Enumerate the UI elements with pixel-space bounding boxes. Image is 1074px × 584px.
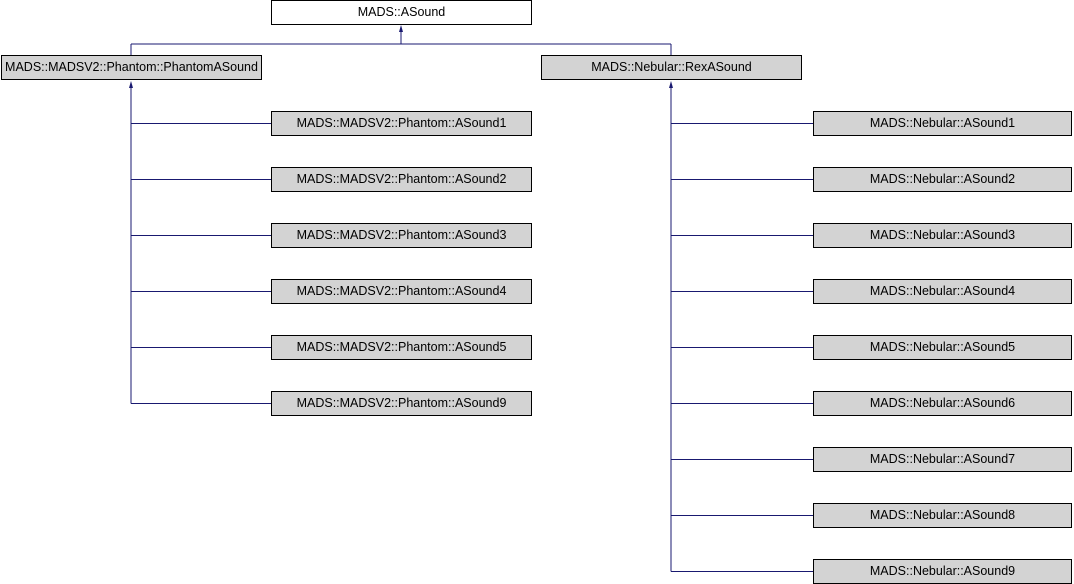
arrowhead-left-parent-icon bbox=[129, 81, 133, 88]
class-node-leaf-left[interactable]: MADS::MADSV2::Phantom::ASound2 bbox=[271, 167, 532, 192]
class-node-leaf-left[interactable]: MADS::MADSV2::Phantom::ASound5 bbox=[271, 335, 532, 360]
class-node-label: MADS::Nebular::ASound8 bbox=[869, 508, 1016, 523]
class-node-leaf-right[interactable]: MADS::Nebular::ASound4 bbox=[813, 279, 1072, 304]
class-node-rex-asound[interactable]: MADS::Nebular::RexASound bbox=[541, 55, 802, 80]
class-node-label: MADS::Nebular::ASound6 bbox=[869, 396, 1016, 411]
class-node-label: MADS::Nebular::ASound7 bbox=[869, 452, 1016, 467]
class-node-leaf-right[interactable]: MADS::Nebular::ASound2 bbox=[813, 167, 1072, 192]
class-node-leaf-left[interactable]: MADS::MADSV2::Phantom::ASound1 bbox=[271, 111, 532, 136]
class-node-label: MADS::MADSV2::Phantom::ASound9 bbox=[296, 396, 507, 411]
class-node-root[interactable]: MADS::ASound bbox=[271, 0, 532, 25]
class-node-leaf-right[interactable]: MADS::Nebular::ASound7 bbox=[813, 447, 1072, 472]
class-node-label: MADS::Nebular::ASound1 bbox=[869, 116, 1016, 131]
arrowhead-to-root-icon bbox=[399, 25, 403, 32]
class-node-label: MADS::Nebular::RexASound bbox=[591, 60, 752, 75]
class-node-leaf-right[interactable]: MADS::Nebular::ASound9 bbox=[813, 559, 1072, 584]
class-node-label: MADS::MADSV2::Phantom::ASound1 bbox=[296, 116, 507, 131]
class-node-label: MADS::Nebular::ASound4 bbox=[869, 284, 1016, 299]
class-node-leaf-left[interactable]: MADS::MADSV2::Phantom::ASound4 bbox=[271, 279, 532, 304]
class-node-leaf-right[interactable]: MADS::Nebular::ASound1 bbox=[813, 111, 1072, 136]
class-node-label: MADS::MADSV2::Phantom::ASound3 bbox=[296, 228, 507, 243]
class-node-label: MADS::Nebular::ASound2 bbox=[869, 172, 1016, 187]
class-node-leaf-left[interactable]: MADS::MADSV2::Phantom::ASound3 bbox=[271, 223, 532, 248]
class-node-leaf-right[interactable]: MADS::Nebular::ASound3 bbox=[813, 223, 1072, 248]
class-node-label: MADS::Nebular::ASound3 bbox=[869, 228, 1016, 243]
class-node-leaf-right[interactable]: MADS::Nebular::ASound6 bbox=[813, 391, 1072, 416]
class-node-label: MADS::MADSV2::Phantom::PhantomASound bbox=[5, 60, 258, 75]
class-node-label: MADS::MADSV2::Phantom::ASound4 bbox=[296, 284, 507, 299]
class-node-leaf-right[interactable]: MADS::Nebular::ASound8 bbox=[813, 503, 1072, 528]
class-node-leaf-right[interactable]: MADS::Nebular::ASound5 bbox=[813, 335, 1072, 360]
class-node-label: MADS::MADSV2::Phantom::ASound5 bbox=[296, 340, 507, 355]
class-node-label: MADS::MADSV2::Phantom::ASound2 bbox=[296, 172, 507, 187]
class-node-label: MADS::Nebular::ASound5 bbox=[869, 340, 1016, 355]
class-node-label: MADS::ASound bbox=[357, 5, 446, 20]
arrowhead-right-parent-icon bbox=[669, 81, 673, 88]
class-node-phantom-asound[interactable]: MADS::MADSV2::Phantom::PhantomASound bbox=[1, 55, 262, 80]
class-node-label: MADS::Nebular::ASound9 bbox=[869, 564, 1016, 579]
class-node-leaf-left[interactable]: MADS::MADSV2::Phantom::ASound9 bbox=[271, 391, 532, 416]
